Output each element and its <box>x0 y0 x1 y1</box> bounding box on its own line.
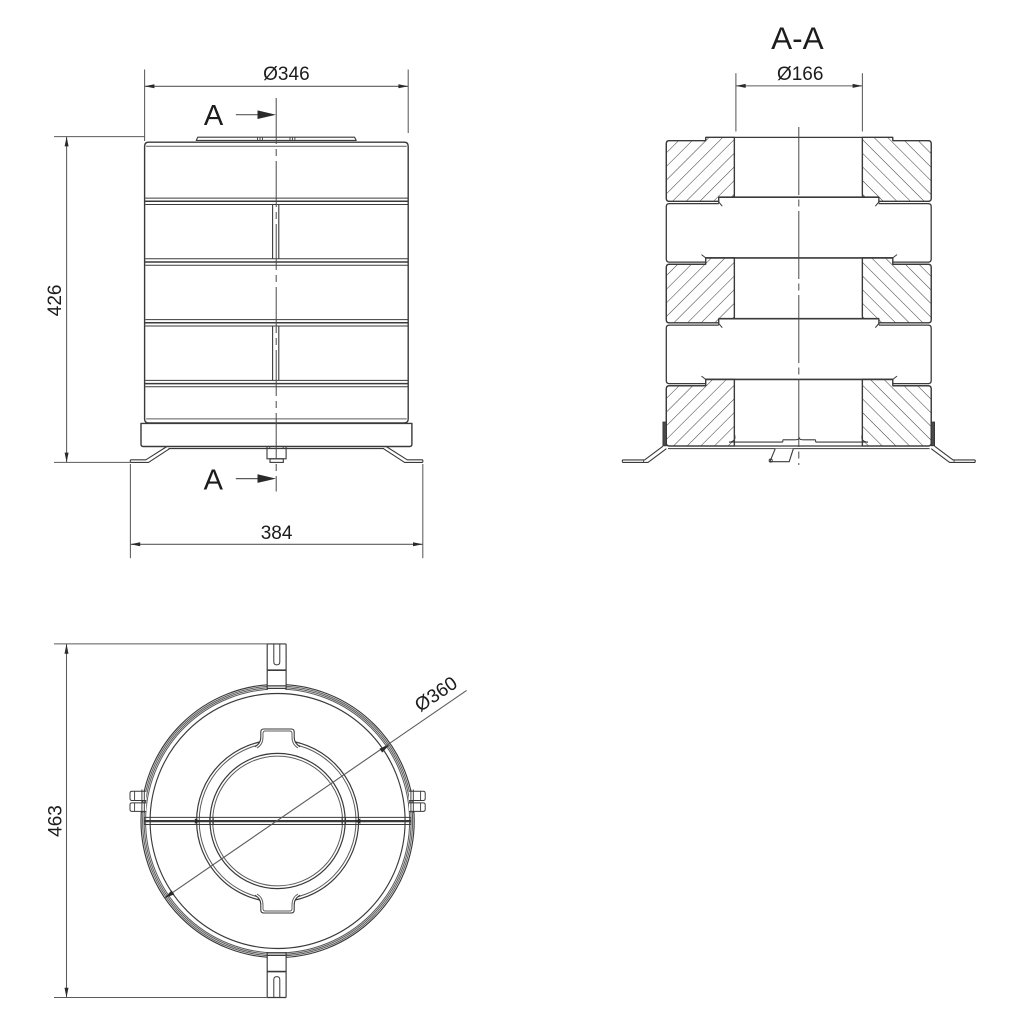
svg-text:384: 384 <box>261 523 293 544</box>
svg-text:Ø166: Ø166 <box>777 64 823 85</box>
svg-text:Ø346: Ø346 <box>263 64 309 85</box>
svg-text:A-A: A-A <box>771 20 824 56</box>
svg-text:A: A <box>204 464 224 496</box>
svg-text:A: A <box>204 100 224 132</box>
svg-text:463: 463 <box>45 805 66 837</box>
svg-text:426: 426 <box>45 285 66 317</box>
